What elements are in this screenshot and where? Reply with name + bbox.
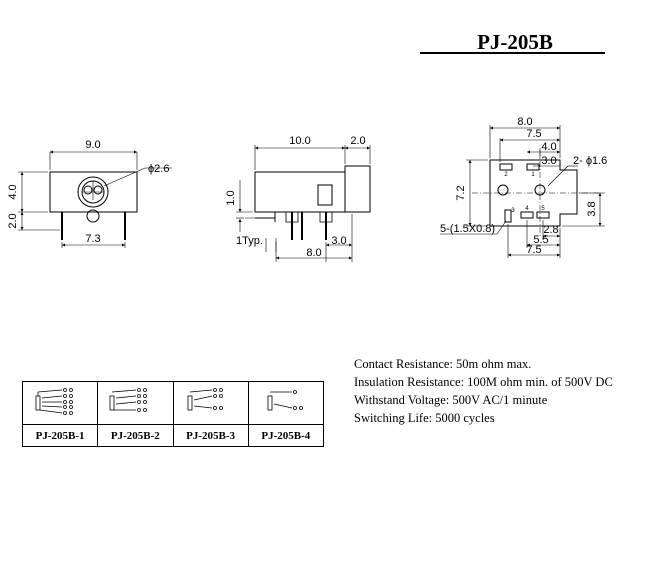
front-view xyxy=(18,150,172,248)
specifications: Contact Resistance: 50m ohm max. Insulat… xyxy=(354,355,613,427)
pin-number-5: 5 xyxy=(541,206,545,212)
side-pin-offset-label: 1.0 xyxy=(225,190,237,205)
pin-number-4: 4 xyxy=(525,206,529,212)
side-latch-window xyxy=(317,184,333,206)
spec-contact-resistance: Contact Resistance: 50m ohm max. xyxy=(354,357,532,371)
front-pin-spacing-label: 7.3 xyxy=(85,233,100,245)
jack-outer-ring xyxy=(77,176,109,208)
spec-withstand-voltage: Withstand Voltage: 500V AC/1 minute xyxy=(354,393,548,407)
pad-pin-3 xyxy=(504,209,512,223)
pcb-height-label: 7.2 xyxy=(455,185,467,200)
variant-1-name: PJ-205B-1 xyxy=(21,424,99,447)
pcb-offset-label: 3.0 xyxy=(541,155,556,167)
side-front-flange xyxy=(344,165,371,213)
pin-number-2: 2 xyxy=(504,172,508,178)
side-pin-pitch-label: 3.0 xyxy=(331,235,346,247)
pad-pin-4 xyxy=(520,211,534,219)
front-diameter-label: ϕ2.6 xyxy=(148,163,169,175)
variant-1-symbol-cell xyxy=(21,381,99,425)
pcb-view xyxy=(440,125,605,258)
pcb-width-label: 8.0 xyxy=(517,116,532,128)
pcb-slot-label: 5-(1.5X0.8) xyxy=(440,223,495,235)
pin-number-3: 3 xyxy=(511,208,515,214)
pcb-pin-y-label: 3.8 xyxy=(586,201,598,216)
front-body-outline xyxy=(49,171,138,213)
spec-insulation-resistance: Insulation Resistance: 100M ohm min. of … xyxy=(354,375,613,389)
jack-bottom-nub xyxy=(86,209,100,223)
pcb-span-label: 5.5 xyxy=(533,234,548,246)
variant-2-name: PJ-205B-2 xyxy=(97,424,174,447)
pcb-pitch-label: 2.8 xyxy=(543,224,558,236)
pcb-hole-label: 2- ϕ1.6 xyxy=(573,155,607,167)
pad-pin-5 xyxy=(536,211,550,219)
side-typ-label: 1Typ. xyxy=(236,235,263,247)
jack-contact-right xyxy=(93,185,103,195)
pcb-pin-row-label: 7.5 xyxy=(526,128,541,140)
pad-pin-2 xyxy=(499,163,513,171)
front-width-label: 9.0 xyxy=(85,139,100,151)
variant-2-symbol-cell xyxy=(97,381,174,425)
mount-hole-left xyxy=(497,184,509,196)
jack-contact-left xyxy=(83,185,93,195)
drawing-title: PJ-205B xyxy=(477,30,553,54)
side-view xyxy=(236,145,371,262)
pcb-bottom-label: 7.5 xyxy=(526,244,541,256)
variant-table: PJ-205B-1 PJ-205B-2 PJ-205B-3 PJ-205B-4 xyxy=(21,381,325,447)
variant-3-name: PJ-205B-3 xyxy=(172,424,249,447)
side-length-label: 10.0 xyxy=(289,135,310,147)
mount-hole-right xyxy=(534,184,546,196)
pcb-half-label: 4.0 xyxy=(541,141,556,153)
pad-pin-1 xyxy=(526,163,540,171)
pcb-outline xyxy=(489,159,578,227)
spec-switching-life: Switching Life: 5000 cycles xyxy=(354,411,495,425)
front-height-label: 4.0 xyxy=(7,184,19,199)
variant-4-name: PJ-205B-4 xyxy=(247,424,325,447)
side-front-label: 2.0 xyxy=(350,135,365,147)
pin-number-1: 1 xyxy=(531,172,535,178)
variant-4-symbol-cell xyxy=(247,381,325,425)
side-pin-span-label: 8.0 xyxy=(306,247,321,259)
variant-3-symbol-cell xyxy=(172,381,249,425)
front-pin-height-label: 2.0 xyxy=(7,213,19,228)
title-underline xyxy=(420,52,605,54)
